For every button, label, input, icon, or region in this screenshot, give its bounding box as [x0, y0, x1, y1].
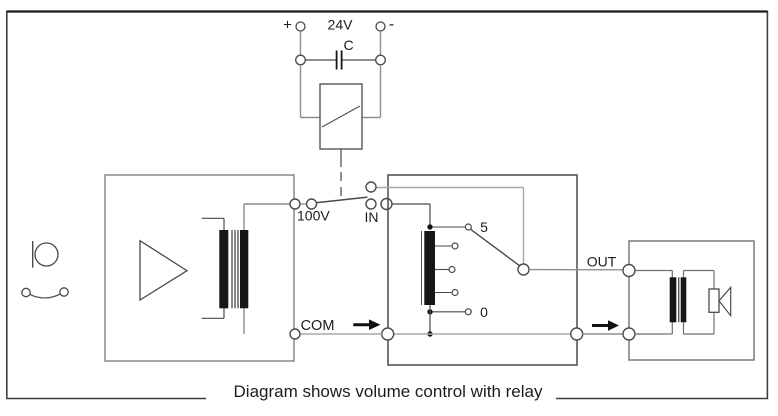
terminal-100v	[289, 198, 301, 210]
label-out: OUT	[587, 254, 617, 270]
diagram-caption: Diagram shows volume control with relay	[234, 382, 543, 401]
terminal-com-amp	[289, 328, 301, 340]
patch-cable-icon	[59, 287, 69, 297]
speaker-horn	[718, 285, 732, 318]
label-plus: +	[283, 17, 292, 34]
input-sources	[21, 241, 69, 299]
negative-terminal	[375, 21, 386, 32]
primary-winding	[669, 277, 677, 323]
power-supply: + 24V - C	[283, 16, 394, 119]
terminal-com-out	[570, 327, 584, 341]
terminal-com-in	[381, 327, 395, 341]
microphone-icon	[34, 242, 59, 267]
speaker-box	[622, 240, 755, 361]
tap-selector-arm	[470, 228, 521, 267]
speaker-driver	[708, 288, 720, 313]
speaker-box-outline	[628, 240, 755, 361]
smoothing-capacitor: C	[305, 37, 376, 70]
patch-cable-icon	[29, 293, 61, 299]
speaker-transformer	[669, 277, 687, 323]
amplifier-icon	[139, 239, 189, 302]
tap	[451, 288, 459, 297]
switch-upper-contact	[365, 181, 377, 193]
junction-dot	[427, 224, 433, 230]
selector-wiper	[517, 263, 530, 276]
relay-coil	[319, 83, 363, 200]
tapped-autotransformer: 5 0	[421, 219, 488, 337]
label-tap-5: 5	[480, 219, 488, 235]
switch-pole	[305, 198, 318, 210]
amplifier-box	[104, 174, 295, 362]
line-transformer	[201, 204, 249, 334]
amplifier-box-outline	[104, 174, 295, 362]
arrow-head	[369, 319, 381, 330]
tap	[448, 265, 456, 274]
label-in: IN	[365, 209, 379, 225]
arrow-head	[608, 320, 619, 331]
tap-5	[464, 223, 472, 231]
tap	[451, 242, 459, 250]
signal-arrow-left	[353, 319, 381, 330]
label-com: COM	[301, 318, 335, 334]
winding	[424, 231, 435, 305]
switch-arm	[315, 196, 368, 204]
patch-cable-icon	[21, 287, 31, 298]
junction-terminal	[375, 54, 386, 66]
terminal-return	[622, 327, 636, 341]
label-tap-0: 0	[480, 304, 488, 320]
positive-terminal	[295, 21, 306, 32]
label-capacitor: C	[343, 37, 353, 53]
terminal-out	[622, 263, 636, 278]
relay-coil-diagonal	[321, 105, 361, 128]
signal-arrow-right	[592, 320, 619, 331]
switch-lower-contact	[365, 198, 377, 210]
primary-winding	[219, 230, 229, 309]
terminal-in	[380, 197, 393, 211]
junction-terminal	[295, 54, 306, 66]
label-24v: 24V	[328, 17, 354, 33]
secondary-winding	[240, 230, 249, 309]
loudspeaker-icon	[708, 285, 732, 318]
label-100v: 100V	[297, 208, 330, 224]
tap-0	[464, 308, 472, 316]
relay-contact-switch: 100V IN	[244, 181, 393, 225]
secondary-winding	[680, 277, 687, 323]
label-minus: -	[389, 16, 394, 33]
